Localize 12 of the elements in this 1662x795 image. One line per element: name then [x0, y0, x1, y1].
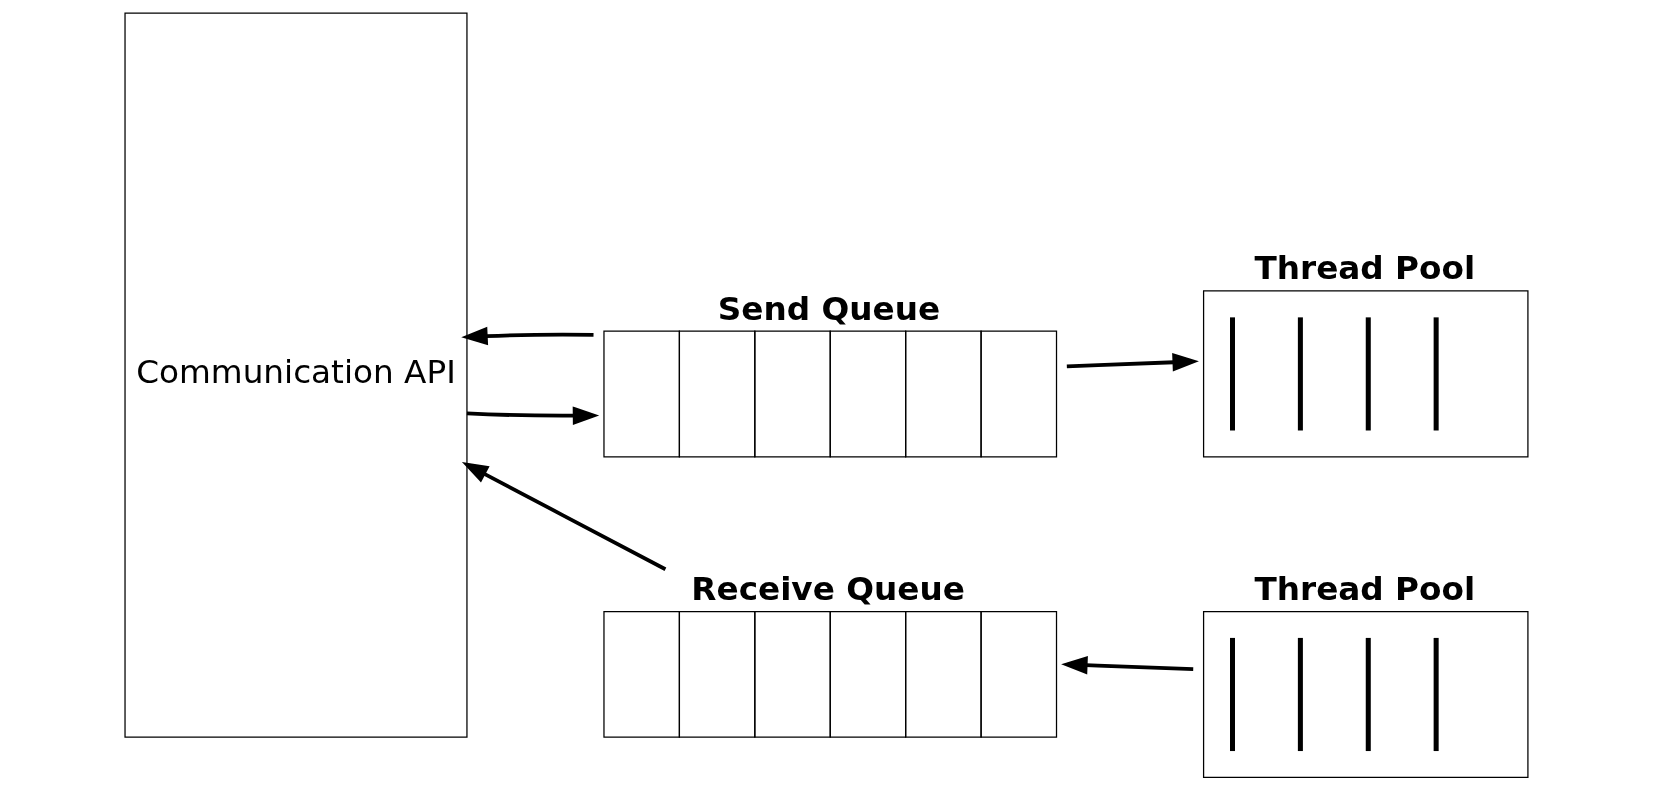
- node-label: Receive Queue: [690, 569, 965, 608]
- node-box: [1202, 610, 1529, 779]
- arrow: [1060, 655, 1193, 675]
- arrow: [1066, 353, 1199, 372]
- node-box: Communication API: [123, 12, 468, 738]
- arrow: [460, 326, 594, 346]
- arrow: [466, 406, 599, 425]
- node-label: Send Queue: [717, 289, 940, 328]
- node-box: [1202, 290, 1529, 458]
- node-label: Thread Pool: [1254, 249, 1475, 288]
- arrow: [461, 462, 666, 571]
- node-label: Thread Pool: [1254, 569, 1475, 608]
